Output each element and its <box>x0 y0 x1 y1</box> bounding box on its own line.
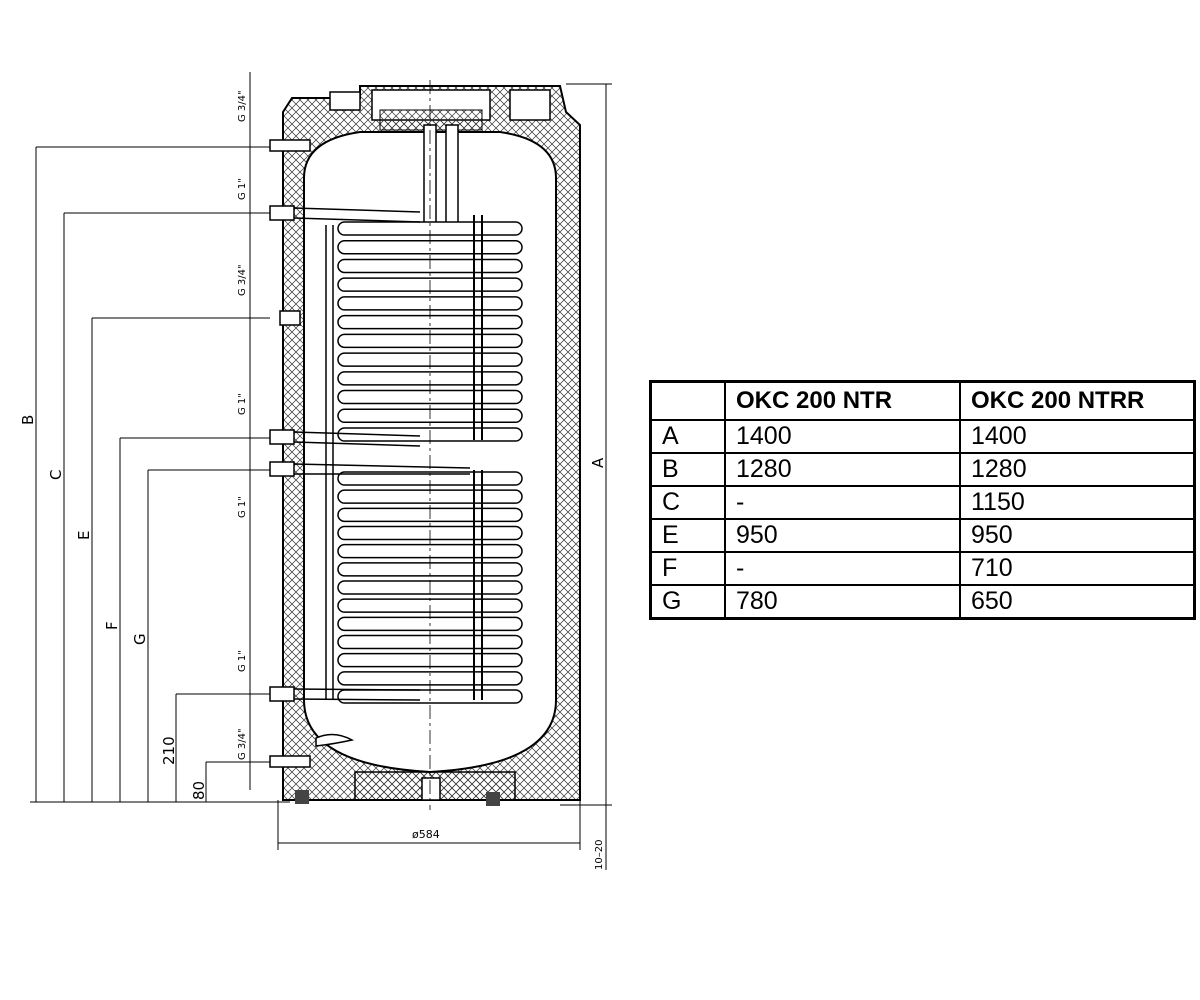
dim-label-80: 80 <box>190 781 208 800</box>
table-cell: 950 <box>959 518 1196 553</box>
table-header-cell: OKC 200 NTRR <box>959 380 1196 421</box>
connection-label-3: G 3/4" <box>237 264 248 296</box>
dimension-labels: B C E F G 210 80 A ø584 10–20 <box>19 415 607 870</box>
dim-label-diameter: ø584 <box>412 828 440 841</box>
table-header-cell <box>649 380 726 421</box>
dim-label-a: A <box>589 457 607 468</box>
connection-label-4: G 1" <box>237 393 248 415</box>
table-cell: B <box>649 452 726 487</box>
tank-base <box>295 771 516 806</box>
table-cell: C <box>649 485 726 520</box>
upper-heat-exchanger-coil <box>337 221 523 442</box>
table-cell: 650 <box>959 584 1196 620</box>
table-cell: A <box>649 419 726 454</box>
table-cell: - <box>724 485 961 520</box>
dim-label-c: C <box>47 470 65 480</box>
table-row: A 1400 1400 <box>649 419 1196 454</box>
table-cell: 1400 <box>724 419 961 454</box>
connection-label-1: G 3/4" <box>237 90 248 122</box>
connection-label-2: G 1" <box>237 178 248 200</box>
dim-label-e: E <box>75 531 93 540</box>
dimensions-table: OKC 200 NTR OKC 200 NTRR A 1400 1400 B 1… <box>649 380 1196 620</box>
table-cell: 1150 <box>959 485 1196 520</box>
table-row: B 1280 1280 <box>649 452 1196 487</box>
table-cell: E <box>649 518 726 553</box>
table-row: C - 1150 <box>649 485 1196 520</box>
dim-label-feet: 10–20 <box>594 840 605 870</box>
dimension-lines <box>30 72 612 870</box>
dim-label-f: F <box>103 621 121 630</box>
table-header-cell: OKC 200 NTR <box>724 380 961 421</box>
table-row: G 780 650 <box>649 584 1196 620</box>
connection-labels: G 3/4" G 1" G 3/4" G 1" G 1" G 1" G 3/4" <box>237 90 248 760</box>
table-cell: F <box>649 551 726 586</box>
connection-label-6: G 1" <box>237 650 248 672</box>
dim-label-g: G <box>131 633 149 645</box>
table-cell: 780 <box>724 584 961 620</box>
table-header-row: OKC 200 NTR OKC 200 NTRR <box>649 380 1196 421</box>
table-cell: G <box>649 584 726 620</box>
dim-label-b: B <box>19 415 37 425</box>
table-cell: 710 <box>959 551 1196 586</box>
table-cell: 1280 <box>959 452 1196 487</box>
coil-return-pipes <box>325 215 483 700</box>
table-cell: 1280 <box>724 452 961 487</box>
connection-pipes <box>269 139 471 768</box>
table-cell: - <box>724 551 961 586</box>
connection-label-5: G 1" <box>237 496 248 518</box>
table-cell: 950 <box>724 518 961 553</box>
dim-label-210: 210 <box>160 736 178 765</box>
table-row: E 950 950 <box>649 518 1196 553</box>
table-cell: 1400 <box>959 419 1196 454</box>
table-row: F - 710 <box>649 551 1196 586</box>
connection-label-7: G 3/4" <box>237 728 248 760</box>
